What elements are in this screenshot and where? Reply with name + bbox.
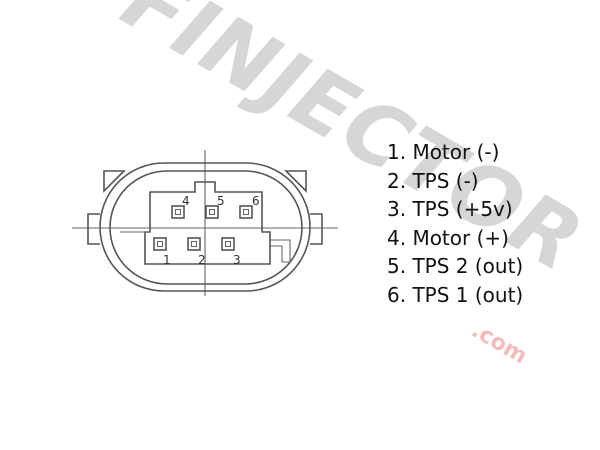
- pin-cavity-outline: [144, 181, 271, 265]
- connector-inner-shell: [109, 170, 303, 285]
- pin-label-1: 1: [163, 253, 171, 267]
- legend-item: 5. TPS 2 (out): [387, 254, 524, 279]
- pinout-legend: 1. Motor (-) 2. TPS (-) 3. TPS (+5v) 4. …: [387, 138, 523, 310]
- left-lock-tab: [87, 213, 100, 245]
- pin-label-4: 4: [182, 194, 190, 208]
- right-key-notch: [270, 239, 291, 263]
- pin-label-5: 5: [217, 194, 225, 208]
- pin-4: [171, 205, 185, 219]
- pin-label-6: 6: [252, 194, 260, 208]
- right-corner-mark: [284, 170, 307, 193]
- svg-text:.com: .com: [467, 318, 531, 369]
- pin-2: [187, 237, 201, 251]
- legend-item: 3. TPS (+5v): [387, 197, 513, 222]
- connector-outer-shell: [99, 162, 311, 292]
- pin-6: [239, 205, 253, 219]
- pin-3: [221, 237, 235, 251]
- pin-1: [153, 237, 167, 251]
- legend-item: 6. TPS 1 (out): [387, 282, 524, 307]
- pin-label-3: 3: [233, 253, 241, 267]
- left-corner-mark: [103, 170, 126, 193]
- legend-item: 1. Motor (-): [387, 140, 500, 164]
- watermark-logo: FINJECTOR .com: [107, 0, 599, 369]
- right-lock-tab: [310, 213, 323, 245]
- legend-item: 2. TPS (-): [387, 168, 479, 193]
- legend-item: 4. Motor (+): [387, 225, 509, 250]
- svg-text:FINJECTOR: FINJECTOR: [107, 0, 599, 291]
- pin-label-2: 2: [198, 253, 206, 267]
- pin-5: [205, 205, 219, 219]
